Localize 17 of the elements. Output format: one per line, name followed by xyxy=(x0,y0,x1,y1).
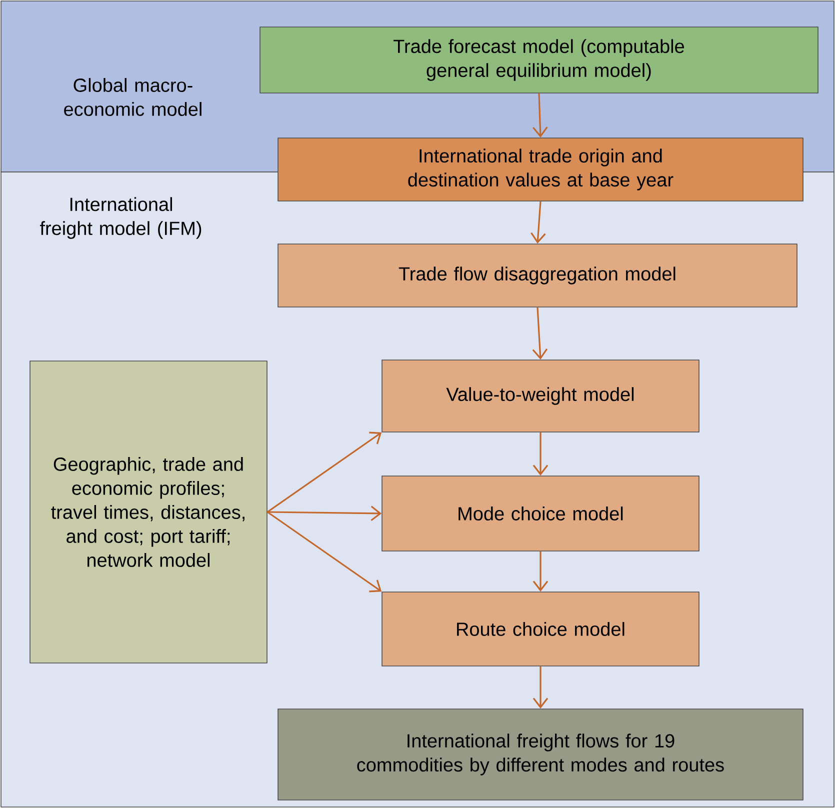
process-box: Value-to-weight model xyxy=(382,360,700,432)
arrow xyxy=(530,201,546,244)
process-box: Mode choice model xyxy=(382,476,700,552)
process-box: Trade flow disaggregation model xyxy=(278,244,798,308)
arrow xyxy=(532,666,548,709)
arrow xyxy=(532,93,548,138)
arrow xyxy=(266,432,382,513)
process-box: International trade origin and destination values at base year xyxy=(278,138,804,202)
arrow xyxy=(266,511,382,592)
process-box: Route choice model xyxy=(382,592,700,666)
arrow xyxy=(532,551,548,592)
arrow xyxy=(532,432,548,476)
arrow xyxy=(267,506,382,521)
process-box: Trade forecast model (computable general equilibrium model) xyxy=(260,26,818,94)
arrow xyxy=(532,307,548,360)
output-box: International freight flows for 19 commodities by different modes and routes xyxy=(278,708,804,800)
input-box: Geographic, trade and economic profiles; travel times, distances, and cost; port tariff; network model xyxy=(30,360,268,664)
